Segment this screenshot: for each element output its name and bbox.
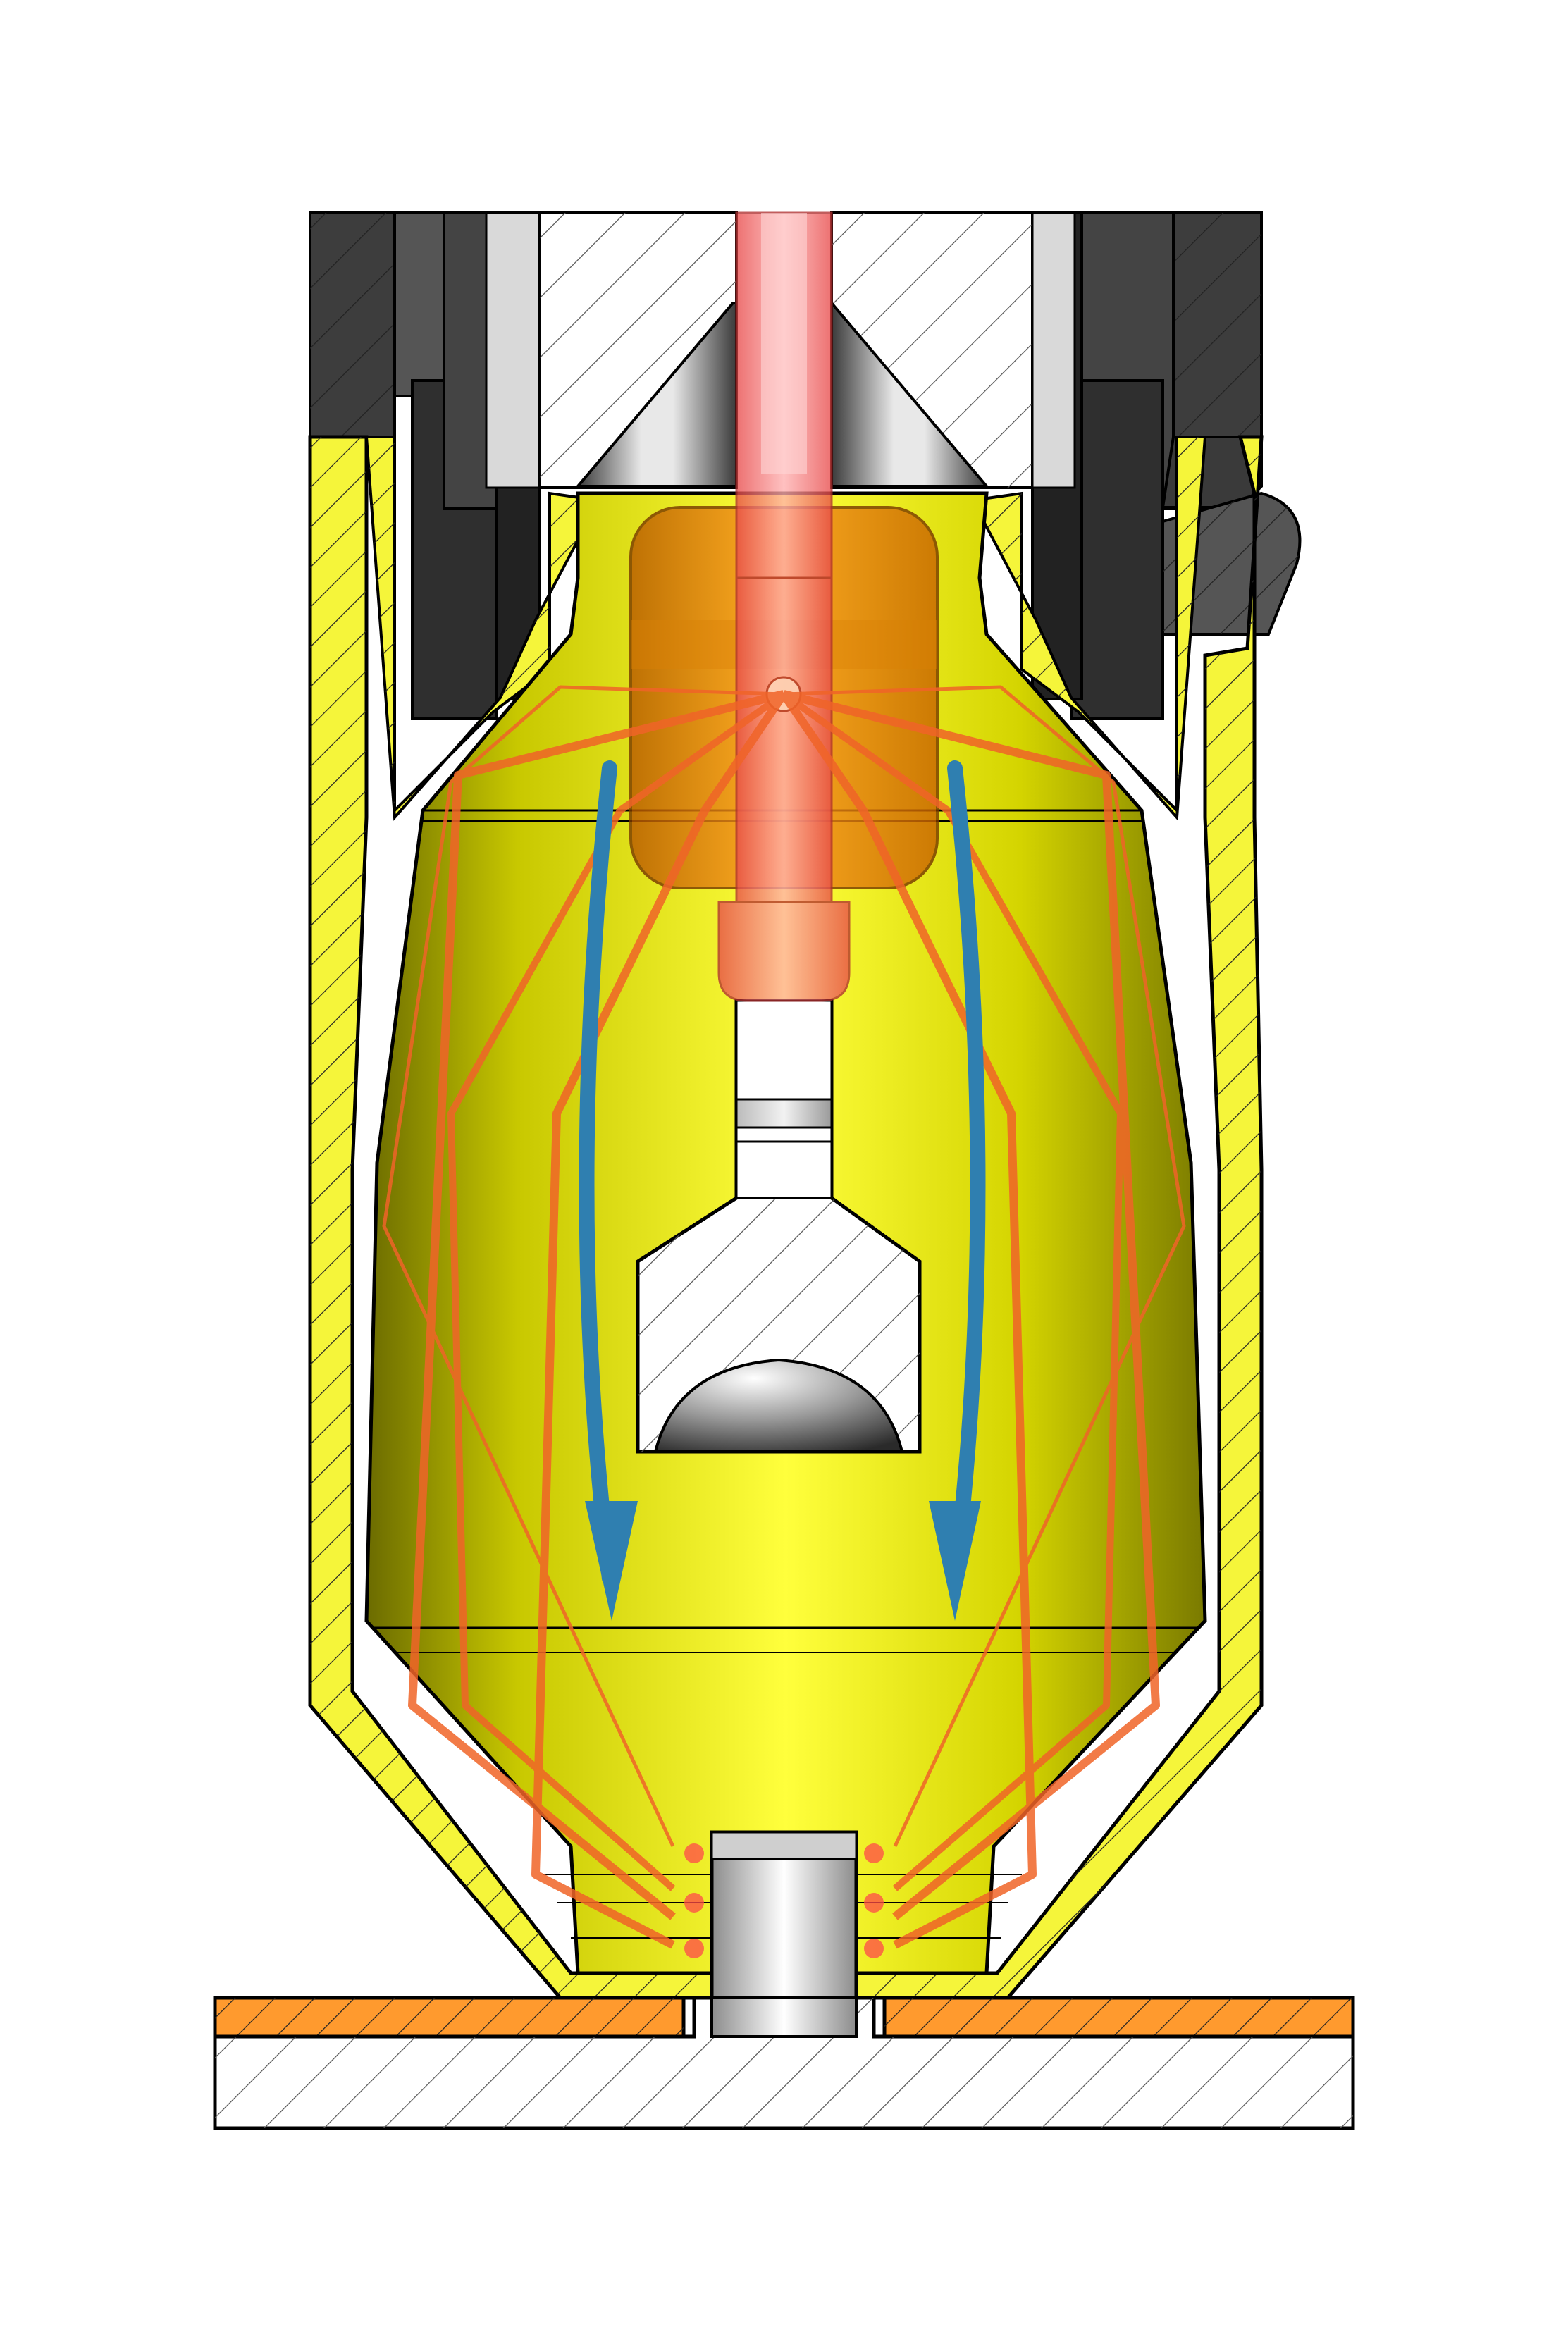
tip-pin-contact (710, 1996, 858, 2038)
bore-neck-lower (735, 1140, 833, 1199)
ray-right-3 (782, 691, 1124, 1891)
outer-shell (308, 435, 1264, 2000)
workpiece-right-hatch (884, 1998, 1353, 2037)
arrow-down-icon (585, 1501, 638, 1621)
substrate-hatch (215, 1998, 1353, 2128)
ray-left-4 (531, 691, 787, 1949)
bore-ring (735, 1098, 833, 1129)
left-inner-housing (393, 211, 445, 397)
ray-right-2 (782, 690, 1160, 1920)
laser-beam-tip (717, 901, 851, 1002)
left-collar-hatch (366, 437, 599, 817)
flow-arrow-left-shaft (579, 760, 617, 1586)
right-collar-hatch (973, 437, 1205, 817)
flow-arrow-right-shaft (947, 760, 986, 1586)
tip-pin-cap (710, 1831, 858, 1860)
right-outer-housing-hatch (1173, 213, 1261, 438)
left-sleeve-face (485, 211, 541, 489)
right-sleeve (1070, 379, 1164, 720)
dome (653, 1358, 904, 1453)
ray-left-1 (382, 685, 784, 1848)
arrow-down-icon (929, 1501, 981, 1621)
laser-beam-core (761, 213, 807, 474)
right-sleeve-face (1031, 211, 1076, 489)
left-outer-housing-hatch (310, 213, 395, 438)
seal-dots (684, 1843, 884, 1958)
central-bore (636, 999, 922, 1454)
laser-beam-upper (735, 211, 833, 581)
workpiece-left-hatch (215, 1998, 684, 2037)
upper-housing (309, 211, 1302, 720)
ray-paths (382, 685, 1186, 1949)
ray-right-4 (780, 691, 1037, 1949)
ray-left-2 (408, 690, 785, 1920)
bore-window-hatch (638, 1001, 920, 1452)
flow-arrows (579, 760, 986, 1621)
laser-beam (717, 211, 851, 1002)
workpiece (213, 1996, 1355, 2130)
ray-right-1 (783, 685, 1186, 1848)
